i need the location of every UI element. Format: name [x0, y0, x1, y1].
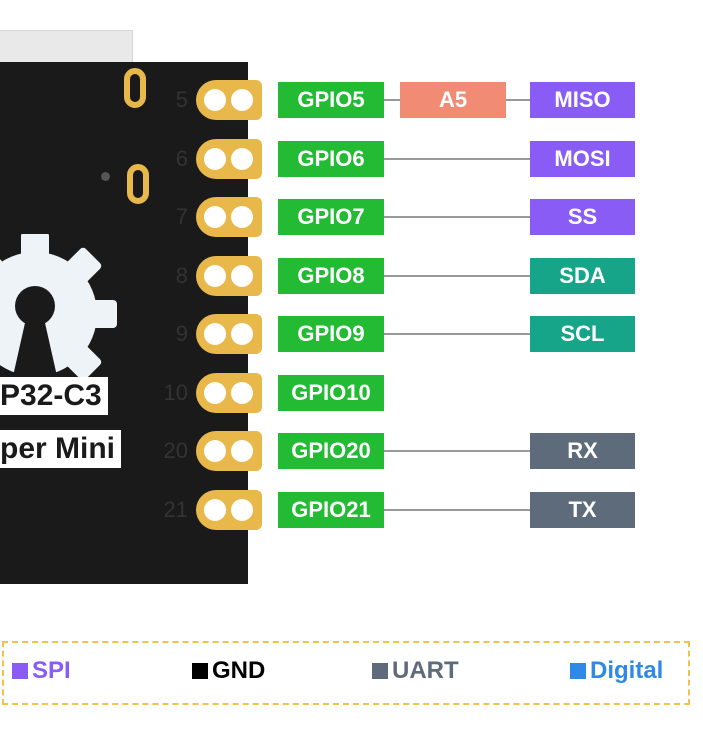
gpio-tag: GPIO8 — [278, 258, 384, 294]
pin-hole — [231, 323, 253, 345]
pin-hole — [204, 323, 226, 345]
gpio-tag: GPIO10 — [278, 375, 384, 411]
pin-hole — [231, 148, 253, 170]
connector-line — [384, 216, 532, 218]
pin-hole — [231, 499, 253, 521]
legend-swatch-digital — [570, 663, 586, 679]
pin-number: 10 — [163, 380, 188, 405]
function-tag: SDA — [530, 258, 635, 294]
function-tag: SCL — [530, 316, 635, 352]
mounting-hole — [127, 164, 149, 204]
pin-pad — [196, 256, 262, 296]
legend-label-gnd: GND — [212, 657, 266, 684]
pin-number: 7 — [175, 204, 188, 229]
mounting-hole — [124, 68, 146, 108]
legend-label-spi: SPI — [32, 657, 71, 684]
pin-hole — [204, 89, 226, 111]
pin-hole — [204, 382, 226, 404]
gpio-tag: GPIO9 — [278, 316, 384, 352]
legend: SPI GND UART Digital — [2, 641, 690, 705]
legend-swatch-gnd — [192, 663, 208, 679]
pin-pad — [196, 431, 262, 471]
pin-hole — [204, 206, 226, 228]
board-label-model: per Mini — [0, 430, 122, 468]
pin-hole — [204, 499, 226, 521]
legend-label-digital: Digital — [590, 657, 664, 684]
pin-hole — [204, 148, 226, 170]
pin-number: 9 — [175, 321, 188, 346]
pin-pad — [196, 197, 262, 237]
function-tag: MOSI — [530, 141, 635, 177]
connector-line — [384, 333, 532, 335]
legend-item-digital: Digital — [570, 657, 663, 685]
pin-number: 8 — [175, 263, 188, 288]
function-tag: MISO — [530, 82, 635, 118]
pin-number: 6 — [175, 146, 188, 171]
pin-hole — [204, 265, 226, 287]
pin-pad — [196, 373, 262, 413]
pin-hole — [231, 89, 253, 111]
pin-hole — [231, 206, 253, 228]
board-label-chip: P32-C3 — [0, 377, 108, 415]
pin-hole — [231, 382, 253, 404]
pin-hole — [231, 265, 253, 287]
connector-line — [384, 275, 532, 277]
function-tag: TX — [530, 492, 635, 528]
gpio-tag: GPIO21 — [278, 492, 384, 528]
pin-pad — [196, 80, 262, 120]
pin-number: 20 — [163, 438, 188, 463]
function-tag: SS — [530, 199, 635, 235]
pin-hole — [204, 440, 226, 462]
gpio-tag: GPIO6 — [278, 141, 384, 177]
pin-number: 21 — [163, 497, 188, 522]
connector-line — [384, 509, 532, 511]
function-tag: RX — [530, 433, 635, 469]
connector-line — [384, 158, 532, 160]
pin-pad — [196, 314, 262, 354]
pin-pad — [196, 139, 262, 179]
legend-item-gnd: GND — [192, 657, 265, 685]
gear-logo-icon — [0, 234, 117, 394]
connector-line — [384, 450, 532, 452]
legend-swatch-spi — [12, 663, 28, 679]
pin-pad — [196, 490, 262, 530]
legend-item-spi: SPI — [12, 657, 71, 685]
pin-number: 5 — [175, 87, 188, 112]
gpio-tag: GPIO7 — [278, 199, 384, 235]
legend-item-uart: UART — [372, 657, 459, 685]
analog-tag: A5 — [400, 82, 506, 118]
legend-label-uart: UART — [392, 657, 459, 684]
usb-connector — [0, 30, 133, 66]
led-indicator — [101, 172, 110, 181]
gpio-tag: GPIO5 — [278, 82, 384, 118]
pin-hole — [231, 440, 253, 462]
gpio-tag: GPIO20 — [278, 433, 384, 469]
legend-swatch-uart — [372, 663, 388, 679]
